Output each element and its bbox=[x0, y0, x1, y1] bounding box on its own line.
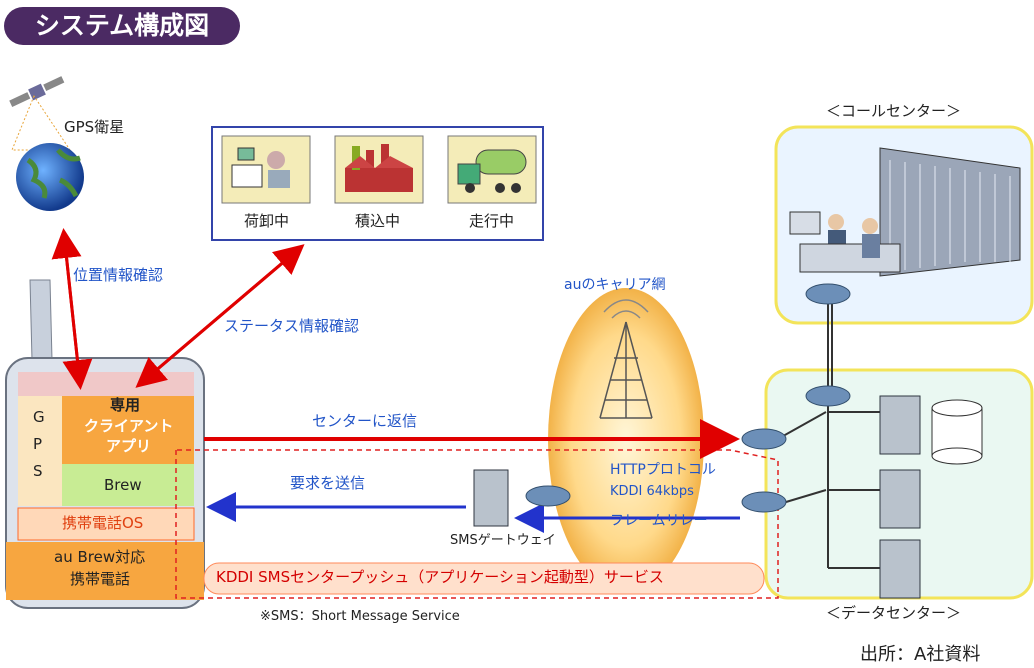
app-label-line1: 専用 bbox=[110, 396, 141, 414]
position-check-label: 位置情報確認 bbox=[73, 266, 164, 284]
antenna-tower-icon bbox=[599, 299, 653, 419]
server-icon bbox=[473, 395, 921, 599]
status-item-loading: 積込中 bbox=[355, 212, 401, 230]
kddi-speed-label: KDDI 64kbps bbox=[610, 484, 694, 499]
sms-gateway-label: SMSゲートウェイ bbox=[450, 533, 556, 548]
status-check-label: ステータス情報確認 bbox=[224, 317, 360, 335]
service-bar-bg bbox=[203, 562, 765, 595]
service-bar-label: KDDI SMSセンタープッシュ（アプリケーション起動型）サービス bbox=[216, 568, 664, 586]
database-icon bbox=[931, 399, 983, 465]
data-center-label: ＜データセンター＞ bbox=[826, 604, 962, 622]
status-item-unloading: 荷卸中 bbox=[244, 212, 290, 230]
footnote: ※SMS：Short Message Service bbox=[260, 609, 460, 624]
office-building-icon bbox=[879, 147, 1021, 277]
source-label: 出所：A社資料 bbox=[860, 644, 981, 665]
reply-label: センターに返信 bbox=[312, 412, 418, 430]
call-center-label: ＜コールセンター＞ bbox=[826, 102, 962, 120]
gps-letter-s: S bbox=[33, 462, 43, 480]
phone-os-label: 携帯電話OS bbox=[62, 514, 144, 532]
device-label-line1: au Brew対応 bbox=[54, 548, 146, 566]
carrier-network-label: auのキャリア網 bbox=[564, 277, 666, 293]
status-item-driving: 走行中 bbox=[469, 212, 515, 230]
gps-letter-p: P bbox=[33, 435, 43, 453]
gps-satellite-label: GPS衛星 bbox=[64, 118, 125, 136]
device-label-line2: 携帯電話 bbox=[70, 570, 131, 588]
gps-letter-g: G bbox=[33, 408, 45, 426]
factory-icon bbox=[345, 144, 413, 192]
operators-icon bbox=[789, 211, 901, 273]
globe-icon bbox=[16, 143, 84, 211]
http-protocol-label: HTTPプロトコル bbox=[610, 462, 716, 478]
satellite-icon bbox=[9, 76, 65, 107]
brew-label: Brew bbox=[104, 476, 142, 494]
page-title: システム構成図 bbox=[4, 7, 240, 45]
app-label-line3: アプリ bbox=[106, 437, 152, 455]
send-request-label: 要求を送信 bbox=[290, 474, 366, 492]
app-label-line2: クライアント bbox=[84, 417, 174, 435]
router-icon bbox=[525, 283, 851, 513]
unloading-icon bbox=[231, 147, 290, 188]
phone-antenna bbox=[29, 279, 53, 361]
sms-region bbox=[175, 449, 779, 599]
frame-relay-label: フレームリレー bbox=[610, 513, 708, 529]
truck-icon bbox=[457, 149, 527, 193]
